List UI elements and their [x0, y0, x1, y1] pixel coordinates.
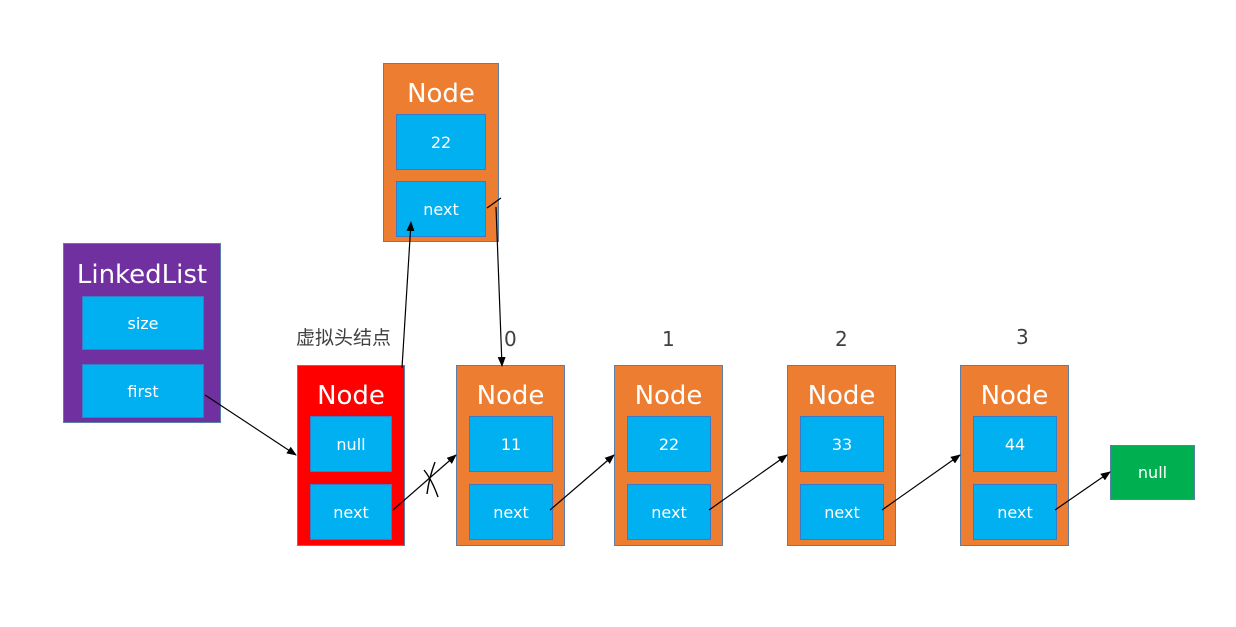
dummy-next-cell: next [310, 484, 392, 540]
broken-link-cross-mark [423, 461, 439, 498]
node3-next-arrow [1054, 471, 1111, 511]
node-title: Node [980, 381, 1049, 411]
node2-next-arrow [881, 454, 961, 511]
dummy-next-to-inserted-arrow [401, 221, 415, 369]
node0-next-arrow [549, 454, 615, 511]
node1-next-arrow [708, 454, 788, 511]
list-node-2: Node 33 next [787, 365, 896, 546]
old-dummy-next-arrow [392, 454, 457, 511]
index-label-3: 3 [1016, 325, 1029, 349]
index-label-0: 0 [504, 327, 517, 351]
list-node-1: Node 22 next [614, 365, 723, 546]
first-field: first [82, 364, 204, 418]
index-label-2: 2 [835, 327, 848, 351]
inserted-cut-mark [486, 197, 502, 209]
size-field: size [82, 296, 204, 350]
inserted-value-cell: 22 [396, 114, 486, 170]
dummy-value-cell: null [310, 416, 392, 472]
node-value-cell: 22 [627, 416, 711, 472]
inserted-node-title: Node [407, 79, 475, 109]
node-title: Node [476, 381, 545, 411]
first-pointer-arrow [204, 394, 297, 456]
list-node-3: Node 44 next [960, 365, 1069, 546]
dummy-head-node: Node null next [297, 365, 405, 546]
node-value-cell: 11 [469, 416, 553, 472]
dummy-node-title: Node [317, 381, 385, 411]
node-value-cell: 44 [973, 416, 1057, 472]
linkedlist-title: LinkedList [76, 260, 208, 290]
linkedlist-box: LinkedList size first [63, 243, 221, 423]
inserted-node: Node 22 next [383, 63, 499, 242]
list-node-0: Node 11 next [456, 365, 565, 546]
node-next-cell: next [469, 484, 553, 540]
node-value-cell: 33 [800, 416, 884, 472]
inserted-next-to-node0-arrow [495, 206, 506, 367]
index-label-1: 1 [662, 327, 675, 351]
node-next-cell: next [627, 484, 711, 540]
node-next-cell: next [800, 484, 884, 540]
node-title: Node [634, 381, 703, 411]
dummy-head-label: 虚拟头结点 [296, 327, 392, 349]
node-title: Node [807, 381, 876, 411]
node-next-cell: next [973, 484, 1057, 540]
